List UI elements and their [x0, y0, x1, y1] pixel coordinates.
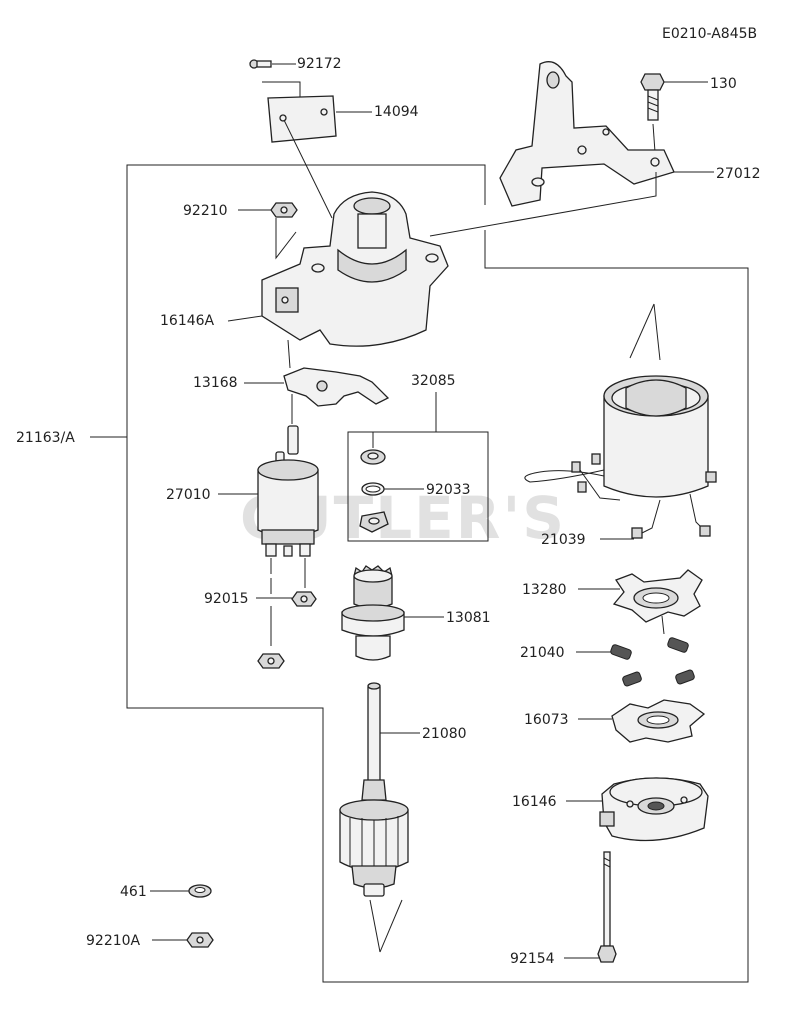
leader-21080-b: [379, 899, 403, 953]
leader-21039-a: [629, 303, 655, 359]
nut-92210[interactable]: [270, 202, 298, 218]
callout-32085[interactable]: 32085: [411, 373, 456, 389]
screw-92172[interactable]: [249, 59, 272, 69]
callout-92015[interactable]: 92015: [204, 591, 249, 607]
callout-21080[interactable]: 21080: [422, 726, 467, 742]
bolt-92154[interactable]: [597, 851, 617, 963]
ring-92033[interactable]: [361, 482, 385, 496]
callout-13280[interactable]: 13280: [522, 582, 567, 598]
nut-92015-b[interactable]: [257, 653, 285, 669]
brush-holder-13280[interactable]: [612, 569, 703, 623]
callout-21039[interactable]: 21039: [541, 532, 586, 548]
nut-32085[interactable]: [359, 511, 389, 533]
armature-21080[interactable]: [339, 682, 409, 897]
callout-461[interactable]: 461: [120, 884, 147, 900]
leader-21080-a: [369, 899, 381, 953]
leader-21039-b: [653, 303, 661, 361]
yoke-21039[interactable]: [524, 375, 717, 539]
callout-21040[interactable]: 21040: [520, 645, 565, 661]
callout-92154[interactable]: 92154: [510, 951, 555, 967]
bracket-92172: [262, 81, 301, 98]
nut-92015[interactable]: [291, 591, 317, 607]
end-cover-16146[interactable]: [599, 777, 709, 842]
spring-21040-b[interactable]: [667, 637, 689, 653]
callout-16146A[interactable]: 16146A: [160, 313, 215, 329]
callout-16146[interactable]: 16146: [512, 794, 557, 810]
leader-92210-down: [275, 218, 297, 260]
leader-bracket-to-housing: [429, 172, 657, 237]
solenoid-27010[interactable]: [257, 425, 319, 557]
callout-27012[interactable]: 27012: [716, 166, 761, 182]
housing-16146A[interactable]: [261, 191, 449, 347]
spring-21040-c[interactable]: [622, 671, 642, 687]
plate-16073[interactable]: [611, 699, 706, 743]
leader-13280-down: [661, 615, 665, 635]
callout-130[interactable]: 130: [710, 76, 737, 92]
callout-21163A[interactable]: 21163/A: [16, 430, 75, 446]
callout-92172[interactable]: 92172: [297, 56, 342, 72]
leader-plate-to-cap: [283, 119, 333, 219]
spring-21040-a[interactable]: [610, 644, 632, 660]
plate-14094[interactable]: [267, 95, 337, 143]
nut-92210A[interactable]: [186, 932, 214, 948]
spring-21040-d[interactable]: [675, 669, 695, 685]
leader-16146A: [227, 315, 263, 322]
callout-92210A[interactable]: 92210A: [86, 933, 141, 949]
assembly-outline: [126, 164, 749, 983]
pinion-13081[interactable]: [341, 565, 405, 661]
washer-461[interactable]: [188, 884, 212, 898]
callout-13081[interactable]: 13081: [446, 610, 491, 626]
callout-92033[interactable]: 92033: [426, 482, 471, 498]
callout-27010[interactable]: 27010: [166, 487, 211, 503]
diagram-code: E0210-A845B: [662, 26, 757, 42]
bolt-130[interactable]: [640, 73, 665, 121]
lever-13168[interactable]: [283, 367, 390, 407]
callout-16073[interactable]: 16073: [524, 712, 569, 728]
kit-box-32085: [347, 392, 489, 542]
callout-92210[interactable]: 92210: [183, 203, 228, 219]
leader-housing-down: [287, 339, 291, 369]
callout-14094[interactable]: 14094: [374, 104, 419, 120]
washer-32085[interactable]: [360, 449, 386, 465]
callout-13168[interactable]: 13168: [193, 375, 238, 391]
leader-130-down: [652, 123, 656, 153]
bracket-27012[interactable]: [499, 61, 675, 207]
